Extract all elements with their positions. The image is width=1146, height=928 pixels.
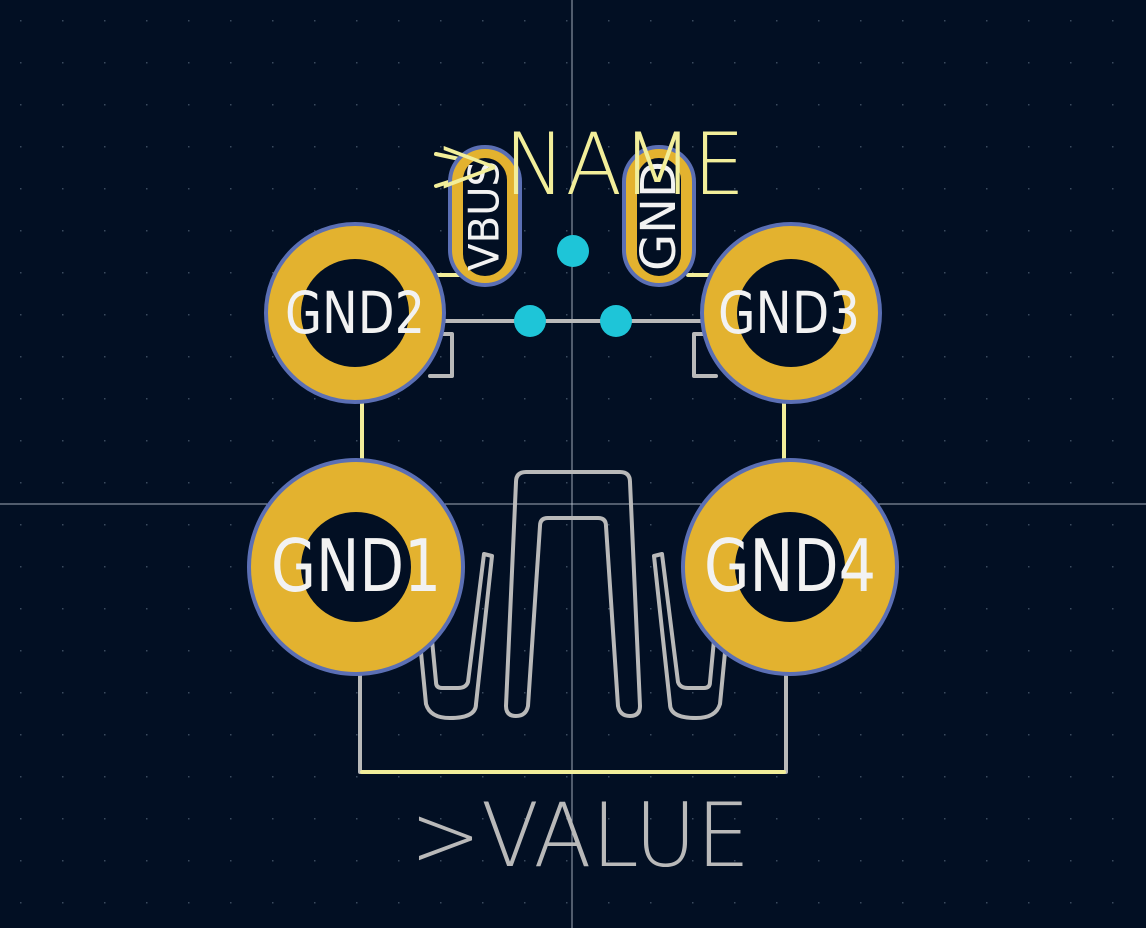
pad-label-gnd: GND <box>631 161 687 271</box>
pad-label-vbus: VBUS <box>460 161 509 271</box>
pad-gnd-small[interactable] <box>622 145 696 287</box>
pad-gnd4[interactable] <box>681 458 899 676</box>
value-label[interactable]: >VALUE <box>410 784 750 887</box>
via-left <box>514 305 546 337</box>
pad-gnd3[interactable] <box>700 222 882 404</box>
pad-label-gnd4: GND4 <box>704 524 876 608</box>
name-label[interactable]: >NAME <box>435 115 745 215</box>
pad-label-gnd2: GND2 <box>285 279 425 347</box>
via-top <box>557 235 589 267</box>
via-right <box>600 305 632 337</box>
pad-label-gnd3: GND3 <box>718 279 860 347</box>
pad-label-gnd1: GND1 <box>271 524 441 608</box>
pad-vbus[interactable] <box>448 145 522 287</box>
pad-gnd2[interactable] <box>264 222 446 404</box>
pad-gnd1[interactable] <box>247 458 465 676</box>
